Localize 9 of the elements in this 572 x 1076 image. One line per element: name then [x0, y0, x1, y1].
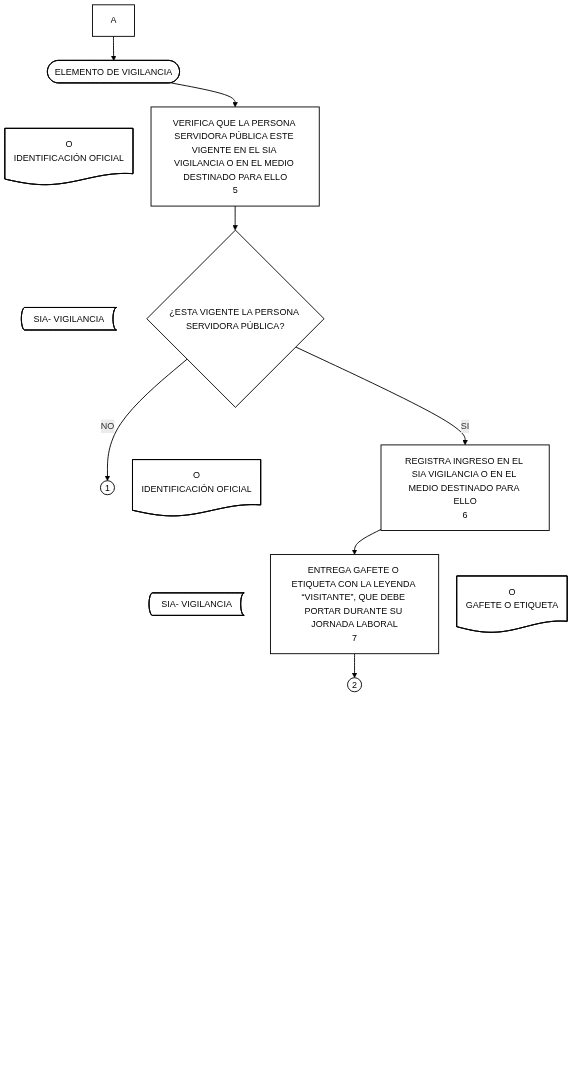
- node-box: VERIFICA QUE LA PERSONA SERVIDORA PÚBLICA ESTE VIGENTE EN EL SIA VIGILANCIA O EN EL MEDIO DESTINADO PARA ELLO 5: [150, 106, 320, 207]
- node-box: A: [92, 4, 135, 37]
- edge-label: SI: [460, 420, 470, 431]
- edge-label: NO: [100, 420, 115, 431]
- node-circle: 2: [347, 677, 362, 693]
- node-box: ENTREGA GAFETE O ETIQUETA CON LA LEYENDA “VISITANTE”, QUE DEBE PORTAR DURANTE SU JORNADA LABORAL 7: [270, 554, 440, 655]
- node-box: REGISTRA INGRESO EN EL SIA VIGILANCIA O EN EL MEDIO DESTINADO PARA ELLO 6: [380, 444, 550, 531]
- node-diamond: ¿ESTA VIGENTE LA PERSONA SERVIDORA PÚBLICA?: [146, 229, 325, 408]
- node-circle: 1: [100, 480, 115, 496]
